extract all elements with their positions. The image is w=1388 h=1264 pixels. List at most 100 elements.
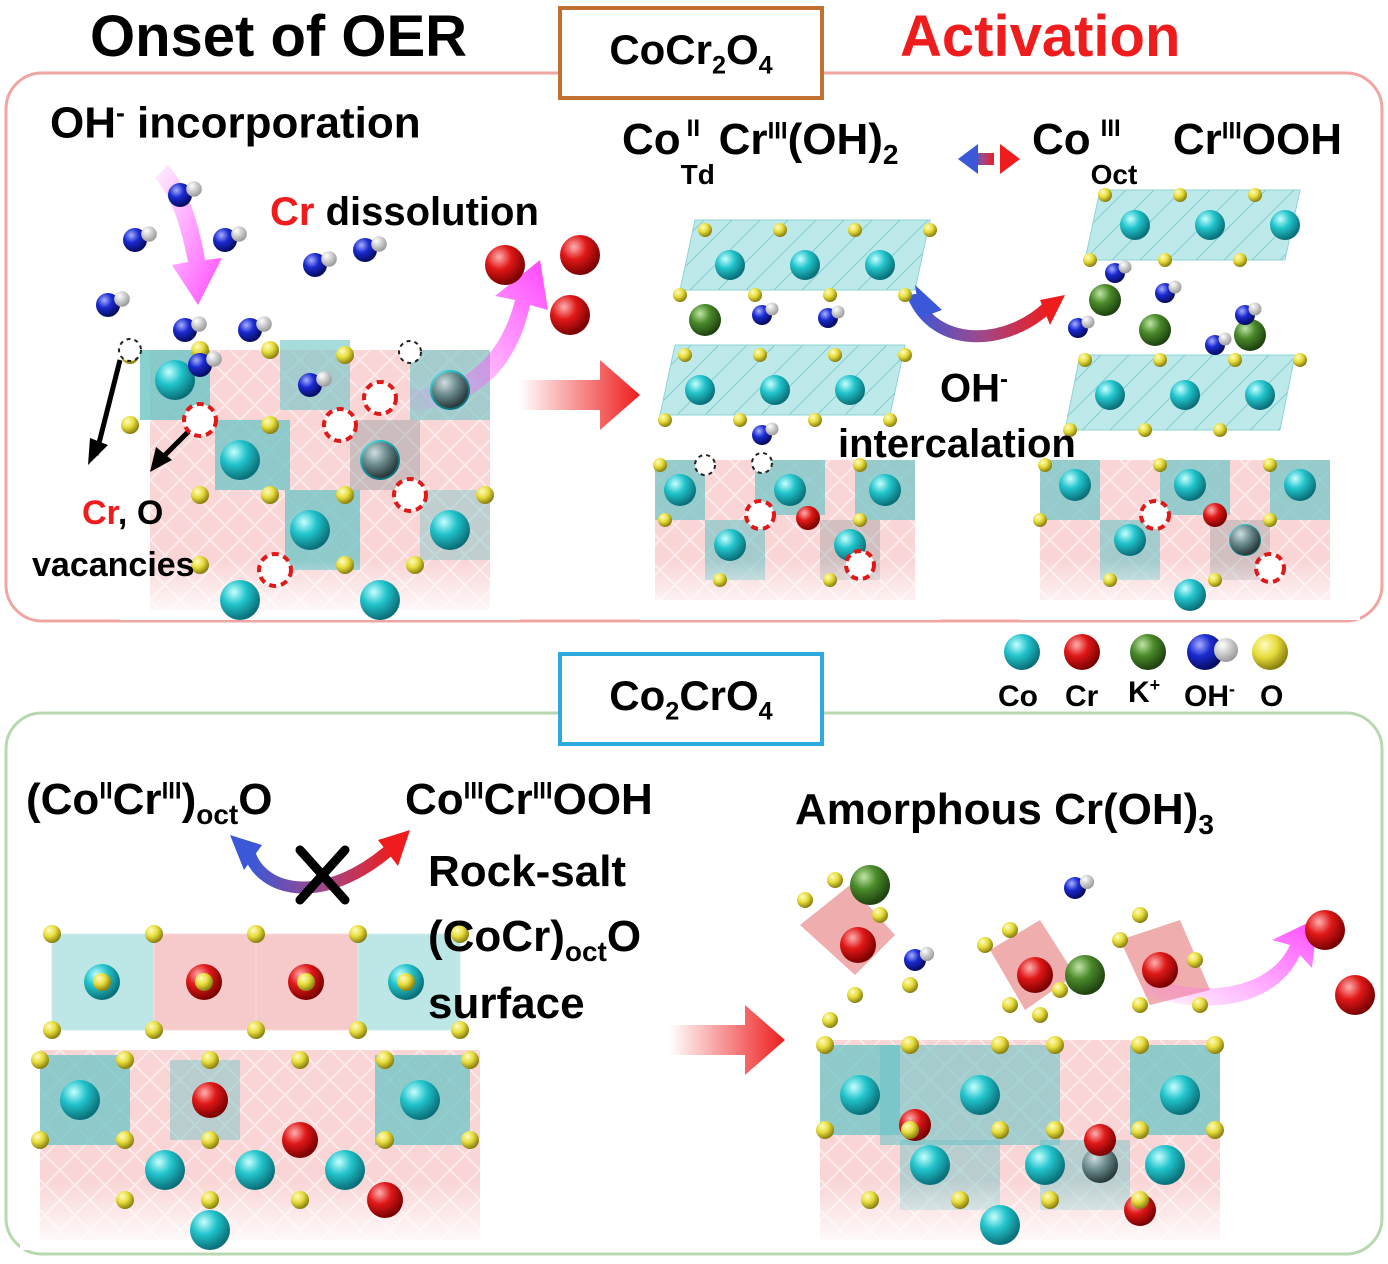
- grey-atom-8: [362, 442, 398, 478]
- o-atom-240: [816, 1036, 834, 1054]
- oh-incorporation-label: OH- incorporation: [50, 98, 421, 148]
- o-atom-117: [1228, 353, 1242, 367]
- o-atom-19: [261, 486, 279, 504]
- cr-atom-238: [1084, 1124, 1116, 1156]
- o-atom-220: [1032, 1007, 1048, 1023]
- o-atom-252: [861, 1191, 879, 1209]
- co-atom-0: [155, 360, 195, 400]
- o-atom-121: [1213, 423, 1227, 437]
- o-atom-250: [1131, 1121, 1149, 1139]
- co-atom-194: [400, 1080, 440, 1120]
- bottom-process-arrow: [670, 1005, 785, 1075]
- co-atom-146: [1114, 524, 1146, 556]
- co-atom-106: [1095, 380, 1125, 410]
- o-atom-164: [195, 973, 213, 991]
- o-atom-213: [872, 907, 888, 923]
- co-atom-143: [1059, 469, 1091, 501]
- co-atom-5: [220, 580, 260, 620]
- oh-atom-156: [1187, 634, 1223, 670]
- co-atom-1: [220, 440, 260, 480]
- co-atom-229: [840, 1075, 880, 1115]
- o-atom-251: [1206, 1121, 1224, 1139]
- o-atom-111: [1248, 188, 1262, 202]
- o-atom-12: [261, 341, 279, 359]
- h-atom-40: [321, 251, 337, 267]
- o-atom-217: [977, 937, 993, 953]
- o-atom-243: [1046, 1036, 1064, 1054]
- oh-atom-41: [353, 238, 377, 262]
- k-atom-86: [689, 304, 721, 336]
- co-atom-59: [685, 375, 715, 405]
- co-atom-195: [145, 1150, 185, 1190]
- co-atom-144: [1174, 469, 1206, 501]
- cr-atom-201: [367, 1182, 403, 1218]
- co-atom-105: [1270, 210, 1300, 240]
- k-atom-132: [1234, 319, 1266, 351]
- o-atom-219: [1052, 982, 1068, 998]
- o-atom-214: [902, 977, 918, 993]
- cr-atom-154: [1064, 634, 1100, 670]
- co-atom-6: [360, 580, 400, 620]
- o-atom-78: [653, 458, 667, 472]
- cr-atom-199: [192, 1082, 228, 1118]
- h-atom-50: [206, 351, 222, 367]
- o-atom-63: [773, 223, 787, 237]
- co-atom-93: [664, 474, 696, 506]
- vacancy-site-32: [398, 340, 422, 364]
- o-atom-182: [461, 1051, 479, 1069]
- o-atom-167: [43, 925, 61, 943]
- cr-atom-150: [1203, 503, 1227, 527]
- o-atom-157: [1252, 634, 1288, 670]
- h-atom-48: [256, 316, 272, 332]
- vacancy-site-99: [744, 499, 776, 531]
- legend-co-label: Co: [998, 680, 1038, 713]
- co-atom-56: [715, 250, 745, 280]
- o-atom-181: [376, 1051, 394, 1069]
- o-atom-123: [1153, 458, 1167, 472]
- co-atom-107: [1170, 380, 1200, 410]
- top-compound-box: CoCr2O4: [558, 6, 824, 100]
- o-atom-241: [901, 1036, 919, 1054]
- o-atom-225: [1192, 997, 1208, 1013]
- vacancy-site-28: [392, 477, 428, 513]
- cr-atom-55: [550, 295, 590, 335]
- o-atom-168: [145, 925, 163, 943]
- grey-atom-149: [1230, 525, 1260, 555]
- o-atom-216: [822, 1012, 838, 1028]
- o-atom-119: [1063, 423, 1077, 437]
- co-atom-57: [790, 250, 820, 280]
- oh-atom-37: [213, 228, 237, 252]
- vacancy-site-29: [322, 407, 358, 443]
- o-atom-189: [116, 1191, 134, 1209]
- co-atom-198: [190, 1210, 230, 1250]
- cr-dissolution-label: Cr dissolution: [270, 190, 539, 234]
- o-atom-67: [748, 288, 762, 302]
- o-atom-188: [461, 1131, 479, 1149]
- co-atom-148: [1174, 579, 1206, 611]
- co-atom-58: [865, 250, 895, 280]
- h-atom-92: [765, 422, 779, 436]
- co-atom-145: [1284, 469, 1316, 501]
- oh-atom-39: [303, 253, 327, 277]
- legend-k-label: K+: [1128, 675, 1161, 709]
- o-atom-17: [121, 416, 139, 434]
- vacancy-arrow-1: [93, 359, 123, 456]
- co-atom-108: [1245, 380, 1275, 410]
- o-atom-163: [93, 973, 111, 991]
- o-atom-170: [349, 925, 367, 943]
- co-atom-234: [1145, 1145, 1185, 1185]
- o-atom-84: [713, 573, 727, 587]
- h-atom-44: [114, 291, 130, 307]
- o-atom-115: [1078, 353, 1092, 367]
- h-atom-136: [1168, 280, 1182, 294]
- o-atom-183: [31, 1131, 49, 1149]
- o-atom-85: [823, 573, 837, 587]
- co-atom-231: [1160, 1075, 1200, 1115]
- k-atom-202: [850, 865, 890, 905]
- o-atom-80: [853, 458, 867, 472]
- o-atom-215: [847, 987, 863, 1003]
- k-atom-130: [1089, 284, 1121, 316]
- oh-atom-43: [96, 293, 120, 317]
